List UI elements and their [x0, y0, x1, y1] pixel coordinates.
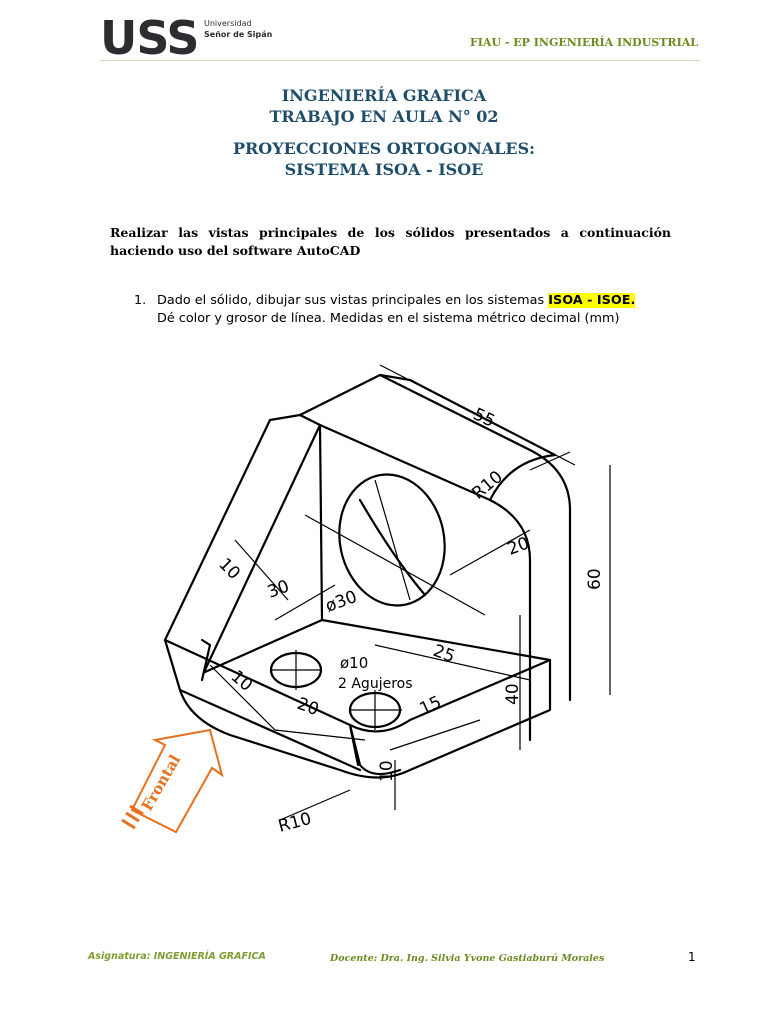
dim-40: 40 — [503, 683, 523, 705]
dim-phi10: ø10 — [340, 654, 368, 672]
logo-line1: Universidad — [204, 19, 252, 28]
dim-20-base: 20 — [294, 694, 321, 720]
item-number: 1. — [134, 293, 147, 308]
dim-60: 60 — [585, 568, 605, 590]
header-divider — [100, 60, 700, 61]
dim-10-rib: 10 — [214, 554, 243, 583]
logo-text: Universidad Señor de Sipán — [204, 18, 272, 40]
assignment-title: TRABAJO EN AULA N° 02 — [269, 107, 499, 126]
frontal-arrow: Frontal — [121, 728, 224, 834]
dim-r10-top: R10 — [468, 467, 506, 504]
dim-r10-bottom: R10 — [276, 809, 313, 837]
dim-55: 55 — [470, 404, 498, 431]
highlighted-systems: ISOA - ISOE — [548, 293, 631, 308]
university-logo: USS Universidad Señor de Sipán — [100, 11, 272, 65]
logo-mark: USS — [100, 11, 200, 65]
page-number: 1 — [688, 950, 696, 964]
footer-subject: Asignatura: INGENIERÍA GRAFICA — [88, 951, 266, 962]
instructions-paragraph: Realizar las vistas principales de los s… — [110, 225, 671, 258]
topic-title: PROYECCIONES ORTOGONALES: — [232, 139, 536, 158]
logo-line2: Señor de Sipán — [204, 30, 273, 39]
dim-30: 30 — [265, 577, 292, 603]
item-text-line2: Dé color y grosor de línea. Medidas en e… — [157, 311, 620, 326]
footer-teacher: Docente: Dra. Ing. Silvia Yvone Gastiabu… — [330, 953, 605, 964]
dim-10-thick: 10 — [377, 760, 397, 782]
holes-label: 2 Agujeros — [338, 676, 413, 692]
highlight-period: . — [630, 293, 636, 308]
course-title: INGENIERÍA GRAFICA — [281, 86, 487, 105]
unit-label: FIAU - EP INGENIERÍA INDUSTRIAL — [469, 36, 698, 49]
item-text: Dado el sólido, dibujar sus vistas princ… — [157, 293, 549, 308]
system-title: SISTEMA ISOA - ISOE — [284, 160, 484, 179]
isometric-drawing: 55 R10 20 60 10 30 ø30 25 40 ø10 2 Aguje… — [110, 350, 630, 854]
dim-20: 20 — [505, 534, 532, 560]
solid-figure: 55 R10 20 60 10 30 ø30 25 40 ø10 2 Aguje… — [121, 364, 611, 837]
page-header: USS Universidad Señor de Sipán FIAU - EP… — [0, 0, 768, 70]
dim-phi30: ø30 — [323, 587, 360, 617]
